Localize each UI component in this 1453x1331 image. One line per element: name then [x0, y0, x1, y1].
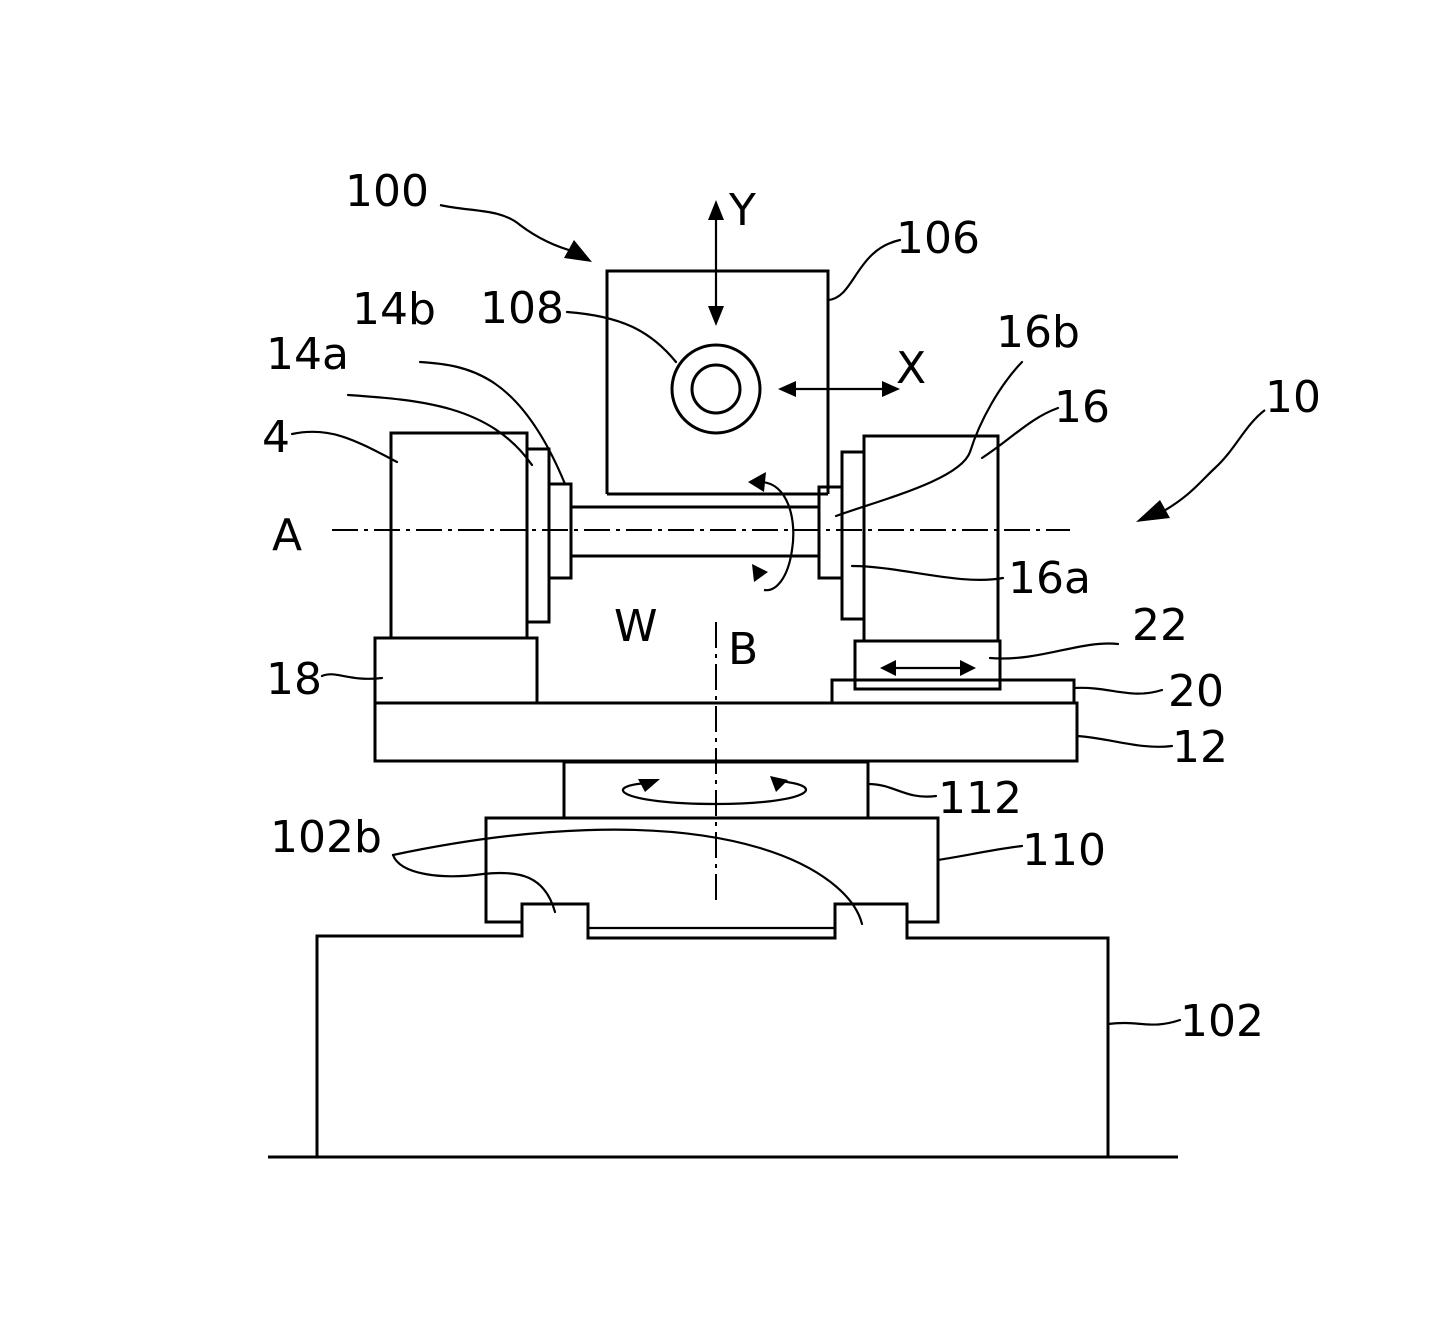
label-108: 108	[480, 283, 564, 334]
assembly-100-pointer	[440, 205, 592, 262]
base-18	[375, 638, 537, 703]
headstock-4	[391, 433, 571, 638]
label-w: W	[614, 601, 658, 652]
y-arrow-head-up	[708, 200, 724, 220]
face-plate-16a	[842, 452, 864, 619]
label-16b: 16b	[996, 307, 1080, 358]
x-arrow-head-left	[778, 381, 796, 397]
headstock-body	[391, 433, 527, 638]
label-4: 4	[262, 412, 290, 463]
tailstock-body	[864, 436, 998, 641]
leader-18	[322, 674, 382, 679]
label-y: Y	[728, 185, 756, 236]
label-16a: 16a	[1008, 553, 1091, 604]
rotation-arrow-b-head-left	[638, 779, 660, 792]
rotation-arrow-b-head-right	[770, 776, 788, 792]
label-106: 106	[896, 213, 980, 264]
label-102: 102	[1180, 996, 1264, 1047]
label-10: 10	[1265, 372, 1321, 423]
leader-110	[938, 846, 1022, 860]
y-arrow-head-down	[708, 306, 724, 326]
y-direction-arrow	[708, 200, 724, 326]
label-16: 16	[1054, 382, 1110, 433]
leader-102	[1108, 1020, 1180, 1025]
label-b: B	[728, 624, 758, 675]
leader-4	[292, 432, 397, 462]
leader-12	[1077, 736, 1172, 747]
slide-22-body	[855, 641, 1000, 689]
label-110: 110	[1022, 825, 1106, 876]
leader-20	[1074, 688, 1162, 694]
label-a: A	[272, 510, 302, 561]
leader-14a	[348, 395, 532, 465]
base-outline	[317, 904, 1108, 1157]
base-102	[268, 904, 1178, 1157]
label-12: 12	[1172, 722, 1228, 773]
label-18: 18	[266, 654, 322, 705]
label-x: X	[896, 343, 926, 394]
label-112: 112	[938, 773, 1022, 824]
workpiece-w	[571, 507, 819, 556]
rotation-arrow-a-head-bottom	[752, 564, 768, 582]
label-20: 20	[1168, 666, 1224, 717]
leader-16a	[852, 566, 1003, 580]
tailstock-16	[819, 436, 998, 641]
wheel-outer	[672, 345, 760, 433]
slide-arrow-head-right	[960, 660, 976, 676]
leader-108	[567, 312, 676, 362]
label-22: 22	[1132, 600, 1188, 651]
labels: 100 Y 106 108 14b 14a 4 16b X 16 10 A 16…	[262, 166, 1321, 1047]
rotation-arrow-a	[748, 472, 793, 590]
grinding-wheel-108	[672, 345, 760, 433]
label-14b: 14b	[352, 284, 436, 335]
assembly-10-pointer	[1136, 410, 1265, 522]
rotation-arrow-a-head-top	[748, 472, 766, 492]
leader-16	[982, 408, 1058, 458]
face-plate-14a	[527, 449, 549, 622]
leader-22	[990, 644, 1118, 659]
label-14a: 14a	[266, 329, 349, 380]
slide-arrow-head-left	[880, 660, 896, 676]
leader-14b	[420, 362, 565, 484]
slide-22	[855, 641, 1000, 689]
rail-20	[832, 680, 1074, 703]
wheel-inner	[692, 365, 740, 413]
leader-106	[828, 240, 900, 300]
plate-12	[375, 703, 1077, 761]
leader-112	[868, 784, 936, 797]
label-100: 100	[345, 166, 429, 217]
x-direction-arrow	[778, 381, 900, 397]
label-102b: 102b	[270, 812, 382, 863]
center-16b	[819, 487, 842, 578]
